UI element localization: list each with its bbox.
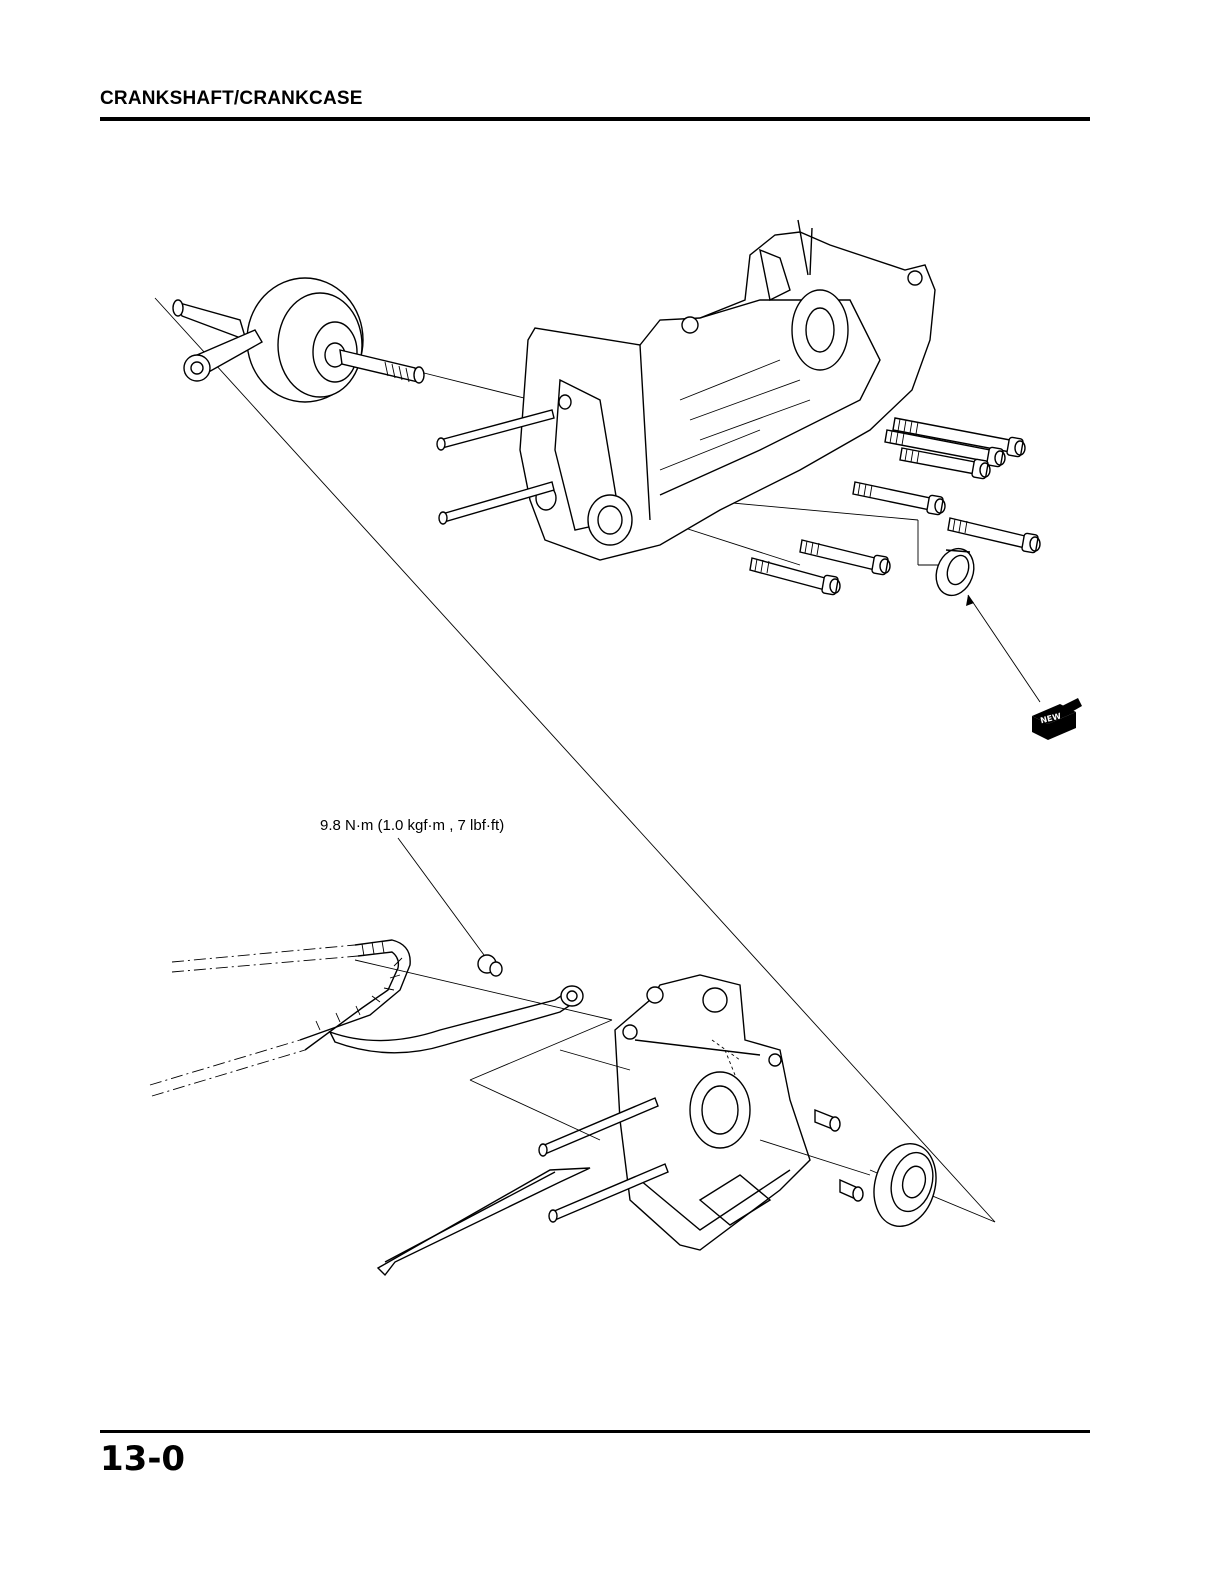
cam-chain-guide — [378, 1168, 590, 1275]
page-footer: 13-0 — [100, 1425, 1090, 1495]
crankshaft — [173, 278, 424, 402]
left-crankcase — [520, 220, 935, 560]
torque-leader-line — [398, 838, 484, 955]
tensioner-slipper — [330, 986, 583, 1053]
new-part-icon: NEW — [1032, 698, 1082, 740]
oil-seal-leader-line — [968, 595, 1040, 702]
torque-spec-label: 9.8 N·m (1.0 kgf·m , 7 lbf·ft) — [320, 817, 504, 834]
page-number: 13-0 — [100, 1439, 185, 1479]
tensioner-bolt — [478, 955, 502, 976]
oil-seal — [930, 543, 980, 600]
dowel-pins — [815, 1110, 863, 1201]
crankshaft-bearing — [865, 1137, 945, 1234]
footer-rule — [100, 1430, 1090, 1433]
